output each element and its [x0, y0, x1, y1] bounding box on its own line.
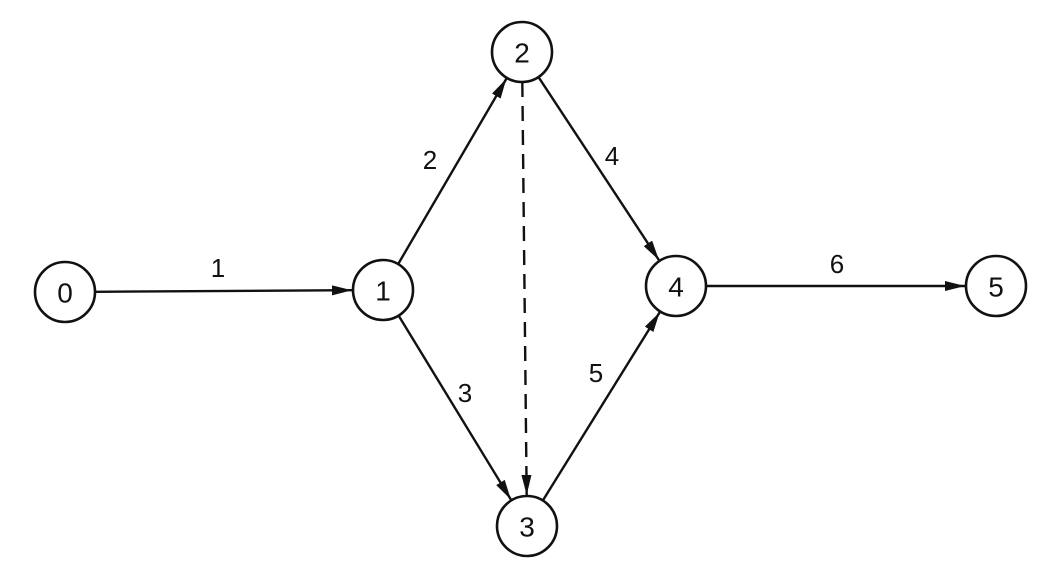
node-label-1: 1 — [375, 276, 391, 307]
node-circle-0 — [33, 260, 97, 324]
node-label-4: 4 — [668, 272, 684, 303]
node-2: 2 — [490, 20, 554, 84]
node-circle-2 — [490, 20, 554, 84]
edge-2-4 — [537, 76, 660, 261]
node-circle-5 — [964, 254, 1028, 318]
edge-3-4 — [541, 311, 661, 502]
edge-0-1 — [94, 285, 353, 296]
edge-label-4-5: 6 — [830, 249, 844, 279]
edge-2-3-dummy — [521, 81, 532, 496]
node-label-5: 5 — [988, 272, 1004, 303]
node-circle-4 — [644, 254, 708, 318]
edge-label-2-4: 4 — [605, 141, 619, 171]
edge-label-3-4: 5 — [589, 358, 603, 388]
edge-1-2 — [397, 78, 508, 265]
node-label-3: 3 — [519, 512, 535, 543]
node-0: 0 — [33, 260, 97, 324]
node-3: 3 — [495, 494, 559, 558]
node-circle-3 — [495, 494, 559, 558]
edge-label-1-2: 2 — [423, 145, 437, 175]
edges-layer: 1 2 3 4 5 6 — [94, 76, 965, 502]
node-1: 1 — [351, 258, 415, 322]
edge-1-3 — [397, 314, 512, 501]
node-label-2: 2 — [514, 38, 530, 69]
edge-label-1-3: 3 — [458, 378, 472, 408]
node-circle-1 — [351, 258, 415, 322]
node-4: 4 — [644, 254, 708, 318]
nodes-layer: 0 1 2 3 4 5 — [33, 20, 1028, 558]
node-label-0: 0 — [57, 278, 73, 309]
edge-label-0-1: 1 — [211, 253, 225, 283]
node-5: 5 — [964, 254, 1028, 318]
